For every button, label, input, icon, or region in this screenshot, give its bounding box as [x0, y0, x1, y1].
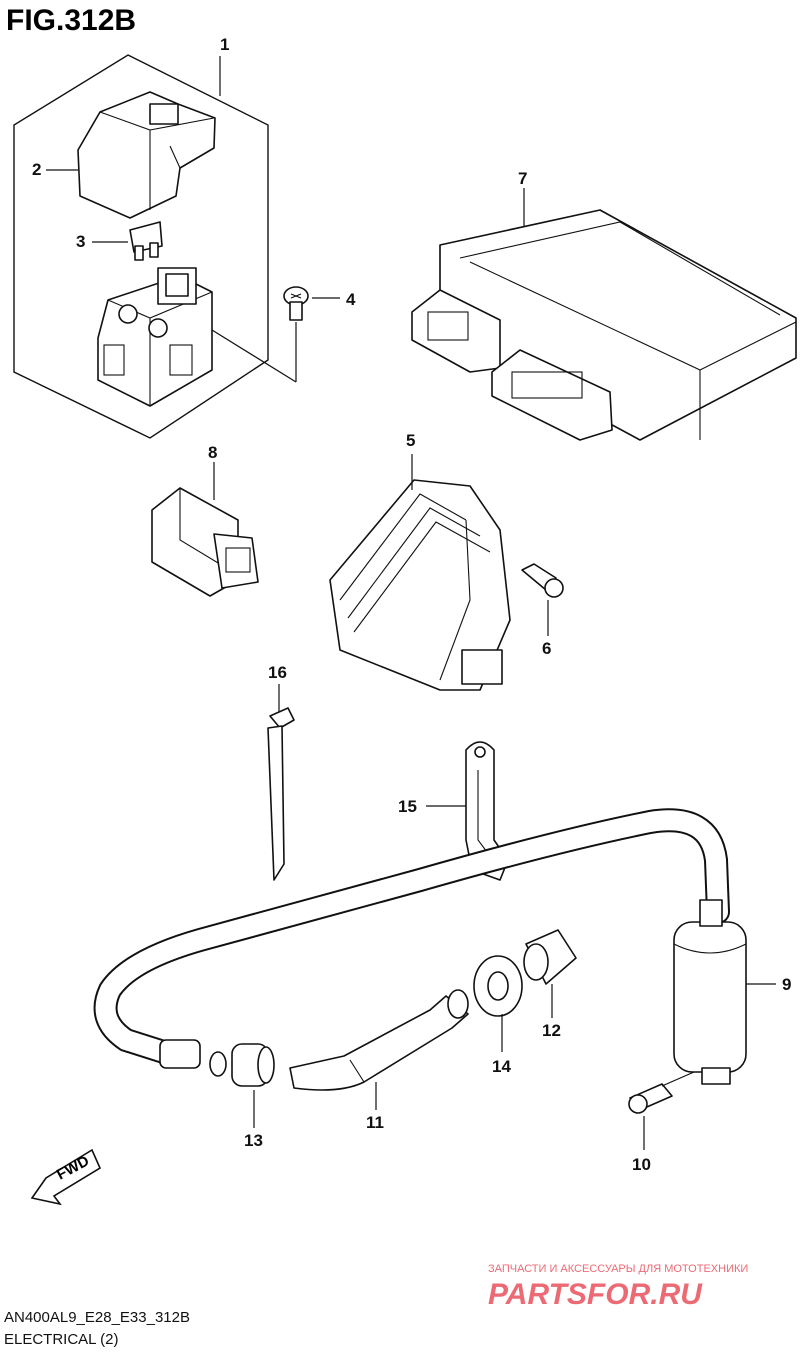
- footer-code: AN400AL9_E28_E33_312B: [4, 1309, 190, 1326]
- starter-relay[interactable]: [97, 267, 213, 407]
- bolt-4[interactable]: [283, 286, 340, 382]
- watermark-tagline: ЗАПЧАСТИ И АКСЕССУАРЫ ДЛЯ МОТОТЕХНИКИ: [488, 1263, 748, 1275]
- callout-15: 15: [398, 797, 417, 816]
- callout-2: 2: [32, 160, 41, 179]
- callout-8: 8: [208, 443, 217, 462]
- fwd-arrow-icon: FWD: [30, 1148, 102, 1206]
- watermark: ЗАПЧАСТИ И АКСЕССУАРЫ ДЛЯ МОТОТЕХНИКИ PA…: [488, 1263, 748, 1311]
- callout-16: 16: [268, 663, 287, 682]
- callout-3: 3: [76, 232, 85, 251]
- fuse[interactable]: [129, 221, 163, 261]
- callout-12: 12: [542, 1021, 561, 1040]
- watermark-logo: PARTSFOR.RU: [488, 1278, 703, 1311]
- ecm-unit[interactable]: [411, 188, 797, 441]
- callout-7: 7: [518, 169, 527, 188]
- footer-caption: ELECTRICAL (2): [4, 1331, 118, 1348]
- bolt-10[interactable]: [628, 1071, 695, 1150]
- relay-cover[interactable]: [77, 91, 216, 219]
- collar-12[interactable]: [523, 929, 577, 1018]
- drain-hose[interactable]: [93, 808, 730, 1069]
- coupler-8[interactable]: [151, 462, 259, 597]
- figure-title: FIG.312B: [6, 4, 136, 37]
- callout-11: 11: [366, 1113, 384, 1132]
- callout-13: 13: [244, 1131, 263, 1150]
- callout-6: 6: [542, 639, 551, 658]
- callout-14: 14: [492, 1057, 511, 1076]
- callout-labels: 1 2 3 4 5 6 7 8 9 10 11 12 13 14 15 16: [32, 35, 791, 1174]
- bolt-6[interactable]: [521, 563, 564, 636]
- callout-5: 5: [406, 431, 415, 450]
- cable-tie[interactable]: [267, 684, 295, 881]
- grommet-13[interactable]: [209, 1043, 275, 1128]
- hose-11[interactable]: [289, 989, 469, 1110]
- relay-assembly-group: [13, 54, 297, 439]
- callout-9: 9: [782, 975, 791, 994]
- regulator-rectifier[interactable]: [329, 454, 511, 691]
- callout-1: 1: [220, 35, 229, 54]
- callout-4: 4: [346, 290, 356, 309]
- grommet-14[interactable]: [473, 955, 523, 1052]
- callout-10: 10: [632, 1155, 651, 1174]
- canister-9[interactable]: [673, 899, 776, 1085]
